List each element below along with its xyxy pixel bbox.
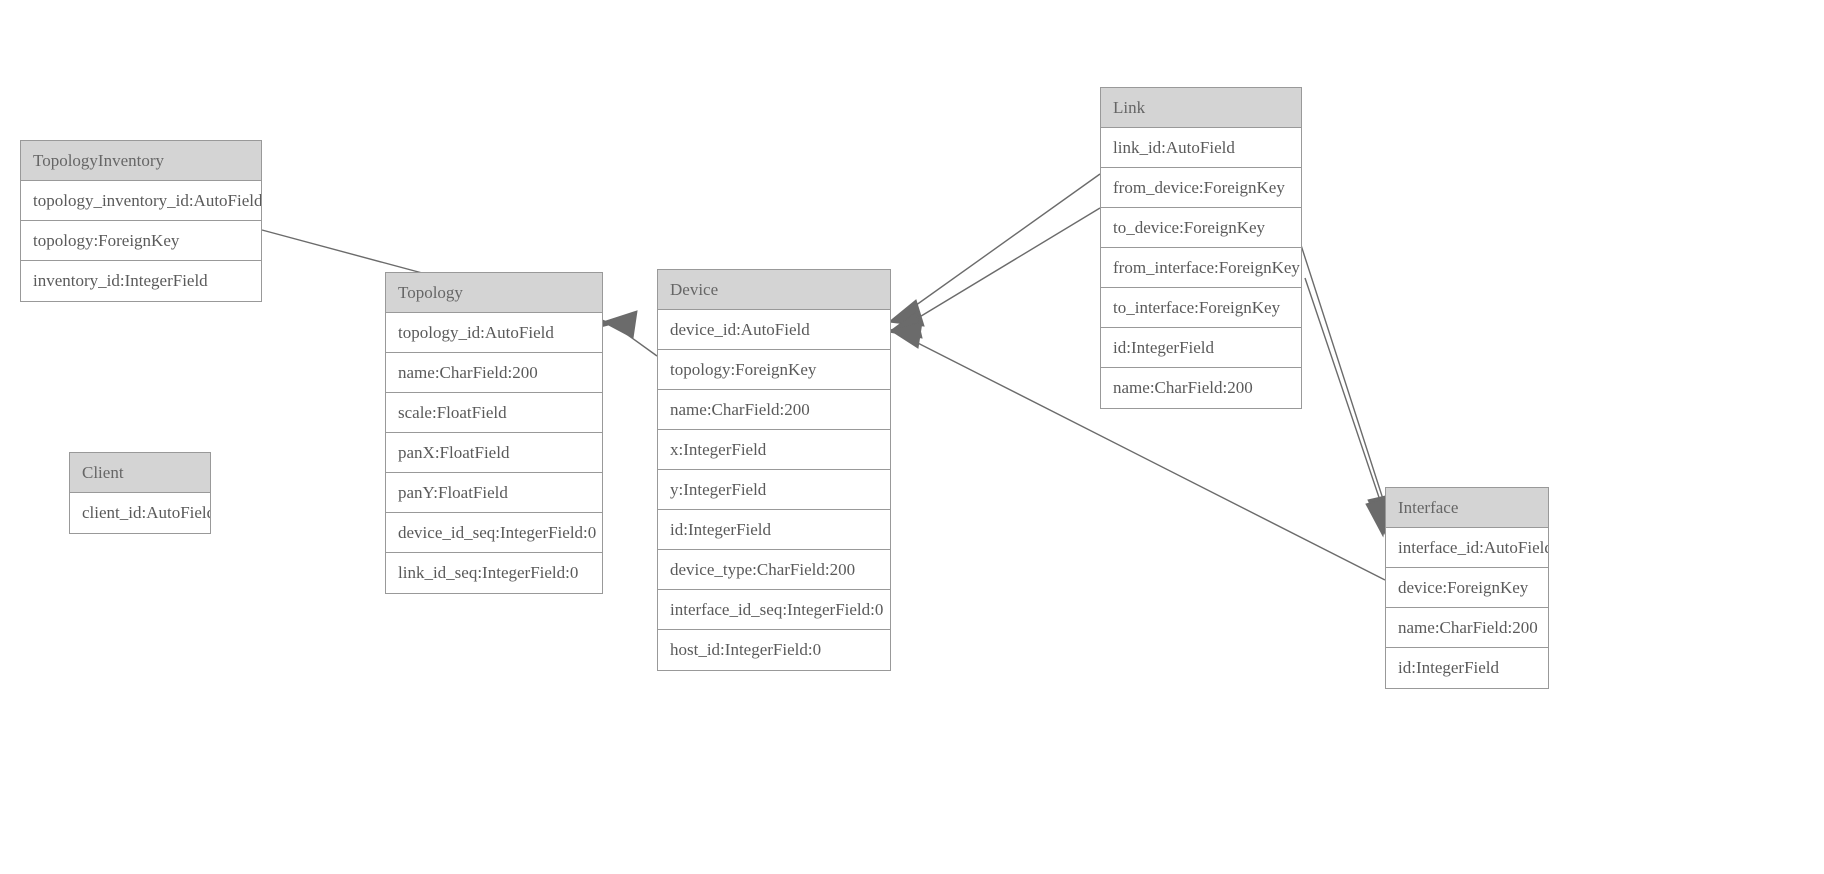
entity-field: name:CharField:200 (1386, 608, 1548, 648)
relationship-line (1299, 241, 1393, 528)
edge-link-to-device (887, 207, 1101, 339)
entity-field: topology:ForeignKey (658, 350, 890, 390)
entity-field: client_id:AutoField (70, 493, 210, 533)
entity-field: topology:ForeignKey (21, 221, 261, 261)
entity-field: id:IntegerField (658, 510, 890, 550)
edge-link-from-device (887, 173, 1101, 327)
entity-field: from_interface:ForeignKey (1101, 248, 1301, 288)
edge-link-from-interface (1299, 241, 1395, 536)
entity-field: device_id:AutoField (658, 310, 890, 350)
entity-field: panY:FloatField (386, 473, 602, 513)
entity-field: to_device:ForeignKey (1101, 208, 1301, 248)
entity-title-client: Client (70, 453, 210, 493)
entity-field: id:IntegerField (1386, 648, 1548, 688)
arrowhead-icon (888, 321, 923, 349)
entity-field: host_id:IntegerField:0 (658, 630, 890, 670)
entity-field: to_interface:ForeignKey (1101, 288, 1301, 328)
edge-link-to-interface (1304, 277, 1391, 538)
entity-field: topology_id:AutoField (386, 313, 602, 353)
entity-title-device: Device (658, 270, 890, 310)
relationship-line (897, 207, 1101, 331)
entity-title-link: Link (1101, 88, 1301, 128)
entity-field: from_device:ForeignKey (1101, 168, 1301, 208)
entity-field: panX:FloatField (386, 433, 602, 473)
entity-field: inventory_id:IntegerField (21, 261, 261, 301)
entity-field: id:IntegerField (1101, 328, 1301, 368)
entity-field: link_id_seq:IntegerField:0 (386, 553, 602, 593)
entity-field: device_type:CharField:200 (658, 550, 890, 590)
entity-title-topology: Topology (386, 273, 602, 313)
arrowhead-icon (887, 299, 925, 327)
edge-device-topology (601, 310, 658, 357)
relationship-line (897, 173, 1101, 319)
entity-field: device_id_seq:IntegerField:0 (386, 513, 602, 553)
arrowhead-icon (601, 310, 638, 339)
relationship-line (613, 324, 658, 357)
entity-field: scale:FloatField (386, 393, 602, 433)
entity-field: name:CharField:200 (386, 353, 602, 393)
entity-field: y:IntegerField (658, 470, 890, 510)
entity-field: link_id:AutoField (1101, 128, 1301, 168)
entity-field: x:IntegerField (658, 430, 890, 470)
entity-field: interface_id_seq:IntegerField:0 (658, 590, 890, 630)
entity-field: topology_inventory_id:AutoField (21, 181, 261, 221)
relationship-line (1304, 277, 1391, 531)
entity-field: name:CharField:200 (658, 390, 890, 430)
entity-field: name:CharField:200 (1101, 368, 1301, 408)
entity-title-topologyinventory: TopologyInventory (21, 141, 261, 181)
entity-field: interface_id:AutoField (1386, 528, 1548, 568)
arrowhead-icon (887, 311, 923, 339)
entity-field: device:ForeignKey (1386, 568, 1548, 608)
entity-title-interface: Interface (1386, 488, 1548, 528)
